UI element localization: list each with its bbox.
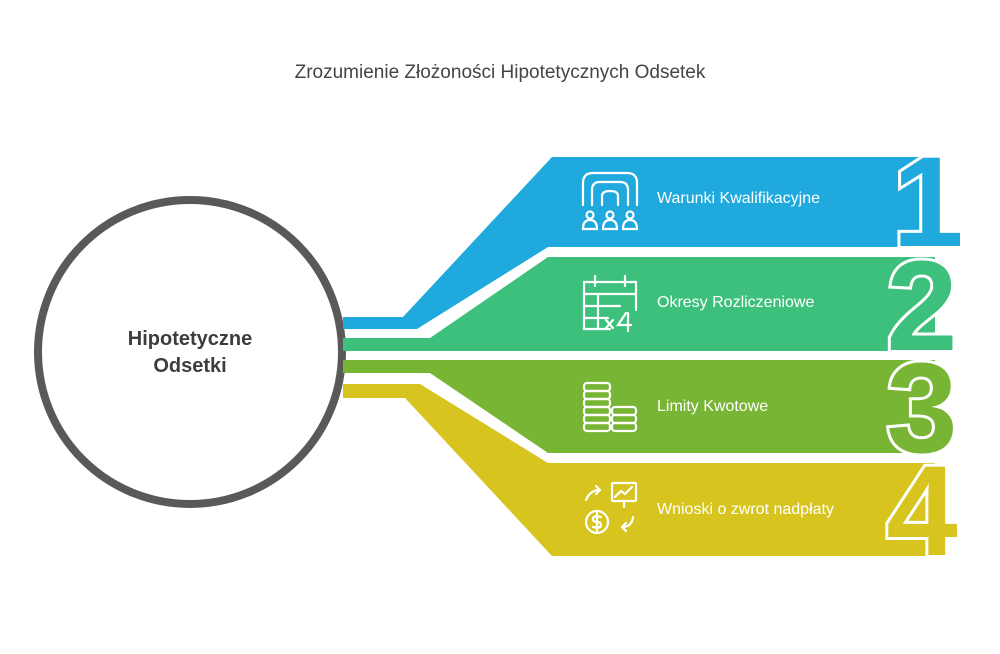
band-4	[343, 384, 935, 556]
refund-dollar-icon	[584, 481, 638, 535]
center-circle	[34, 196, 346, 508]
diagram-title: Zrozumienie Złożoności Hipotetycznych Od…	[294, 62, 706, 83]
band-3	[343, 360, 935, 453]
number-4: 4	[886, 440, 957, 583]
item-label-4: Wnioski o zwrot nadpłaty	[657, 501, 834, 518]
band-2	[343, 257, 935, 351]
item-label-2: Okresy Rozliczeniowe	[657, 294, 815, 311]
center-label-line-2: Odsetki	[153, 355, 227, 377]
pipes-people-icon	[581, 171, 639, 231]
calendar-x4-icon	[582, 274, 638, 333]
band-1	[343, 157, 935, 329]
center-label: Hipotetyczne Odsetki	[80, 326, 300, 380]
number-2: 2	[886, 235, 957, 378]
center-label-line-1: Hipotetyczne	[127, 328, 253, 350]
number-1: 1	[892, 131, 963, 274]
number-3: 3	[886, 337, 957, 480]
item-label-3: Limity Kwotowe	[657, 398, 769, 415]
coin-stacks-icon	[582, 381, 638, 433]
item-label-1: Warunki Kwalifikacyjne	[657, 190, 821, 207]
